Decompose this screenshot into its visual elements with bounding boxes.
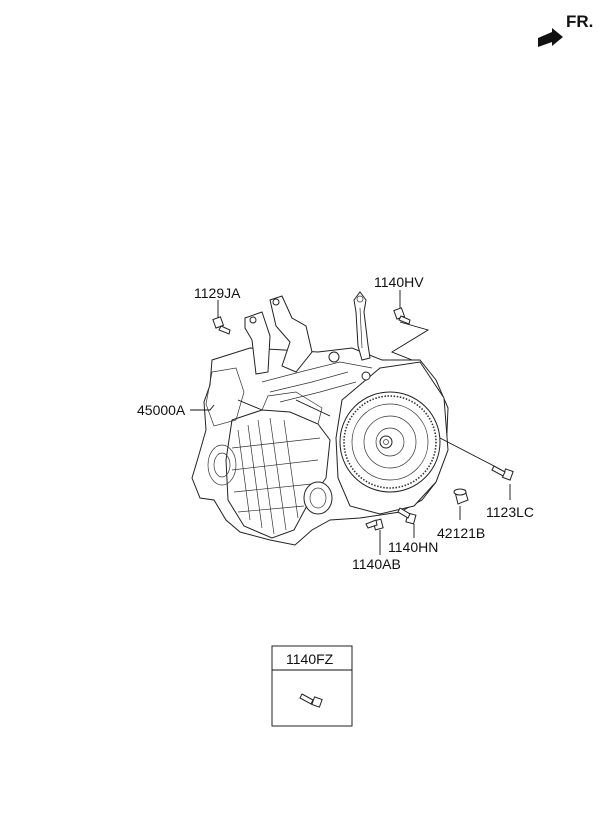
transaxle-assembly: [191, 291, 449, 546]
mounting-bracket-right: [269, 295, 313, 373]
plug-42121b-icon: [453, 488, 469, 505]
label-1140ab: 1140AB: [352, 556, 401, 572]
bolt-1140fz-icon: [299, 693, 323, 708]
label-1129ja: 1129JA: [194, 285, 241, 301]
mounting-bracket-left: [244, 311, 271, 375]
front-arrow-icon: [538, 28, 563, 47]
dipstick: [353, 291, 371, 361]
inset-box-1140fz: 1140FZ: [271, 645, 353, 727]
bolt-1129ja-icon: [212, 316, 231, 335]
bolt-1140ab-icon: [365, 518, 384, 531]
front-direction-indicator: FR.: [538, 12, 593, 47]
fastener-icons: [212, 307, 514, 531]
inset-label: 1140FZ: [286, 651, 334, 667]
label-45000a: 45000A: [137, 402, 186, 418]
label-1140hn: 1140HN: [388, 539, 438, 555]
bolt-1123lc-icon: [491, 465, 514, 481]
label-42121b: 42121B: [437, 525, 485, 541]
leader-lines: [190, 290, 511, 555]
label-1123lc: 1123LC: [486, 504, 534, 520]
part-labels: 1129JA 1140HV 45000A 1123LC 42121B 1140H…: [137, 274, 534, 572]
bolt-1140hn-icon: [397, 507, 417, 525]
bolt-1140hv-icon: [393, 307, 411, 325]
front-label: FR.: [566, 12, 593, 31]
label-1140hv: 1140HV: [374, 274, 424, 290]
